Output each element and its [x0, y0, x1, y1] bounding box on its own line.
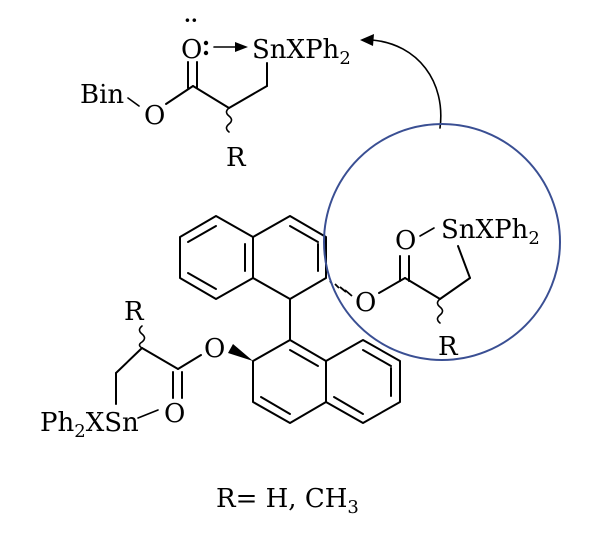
left-tin-label: Ph2XSn: [40, 408, 139, 442]
left-carbonyl-oxygen: O: [164, 399, 185, 429]
circled-r-group: R: [438, 332, 459, 362]
lower-naphthalene-left-ring: [252, 339, 327, 424]
upper-naphthalene-left-ring: [179, 215, 254, 300]
left-ch-carbon-bond: [141, 347, 179, 370]
upper-naphthalene-right-ring: [252, 215, 327, 300]
left-carbon-oxygen-bond: [177, 354, 202, 370]
lone-pair-colon-bottom: [203, 50, 209, 56]
lower-left-ring-inner-1: [260, 396, 291, 415]
top-bin-label: Bin: [80, 80, 124, 110]
top-tin-label: SnXPh2: [252, 35, 351, 69]
lower-right-ring-inner-1: [362, 349, 392, 367]
top-carbonyl-oxygen: O: [181, 35, 202, 65]
left-fragment: R O O Ph2XSn: [40, 297, 225, 442]
carbonyl-to-ch-bond: [192, 85, 230, 109]
curved-arrow-head: [360, 34, 374, 46]
lower-right-ring-inner-3: [333, 396, 364, 415]
lower-left-ring-inner-2: [289, 349, 319, 367]
top-r-group: R: [226, 143, 247, 173]
binaphthyl-core: [179, 215, 401, 424]
upper-left-ring-inner-1: [187, 225, 217, 243]
left-ester-oxygen: O: [204, 334, 225, 364]
curved-arrow-shaft: [371, 39, 442, 129]
upper-left-ring-inner-2: [187, 272, 217, 290]
circled-o-sn-coordination: [419, 227, 435, 237]
bin-oxygen-bond: [127, 97, 140, 107]
ch-to-ch2-bond: [228, 85, 268, 109]
circled-carbonyl-oxygen: O: [395, 226, 416, 256]
top-fragment: ·· O SnXPh2 Bin O R: [80, 4, 442, 173]
left-r-group: R: [124, 297, 145, 327]
top-wavy-bond: [225, 107, 233, 133]
left-ch-ch2-bond: [115, 347, 143, 374]
lower-naphthalene-right-ring: [325, 339, 401, 424]
lone-pair-dots: ··: [183, 4, 197, 37]
top-ester-oxygen: O: [144, 101, 165, 131]
left-wavy-bond: [138, 325, 146, 349]
circled-carbon-ch-bond: [404, 277, 441, 300]
left-sn-o-coordination: [137, 409, 159, 419]
circled-ch-ch2-bond: [439, 277, 471, 300]
circled-wavy-bond: [436, 298, 444, 324]
circled-fragment: O SnXPh2 O R: [323, 123, 561, 362]
circled-oxygen-carbon-bond: [378, 277, 406, 294]
coordination-arrow-head: [235, 42, 248, 52]
highlight-circle: [323, 123, 561, 361]
r-group-definition: R= H, CH3: [216, 484, 359, 518]
lone-pair-colon-top: [203, 40, 209, 46]
circled-ch2-tin-bond: [457, 245, 471, 279]
lower-wedge-bond: [228, 344, 253, 361]
circled-tin-label: SnXPh2: [441, 215, 540, 249]
oxygen-carbonyl-carbon-bond: [165, 85, 194, 105]
circled-ester-oxygen: O: [355, 288, 376, 318]
upper-right-ring-inner-1: [289, 225, 319, 243]
